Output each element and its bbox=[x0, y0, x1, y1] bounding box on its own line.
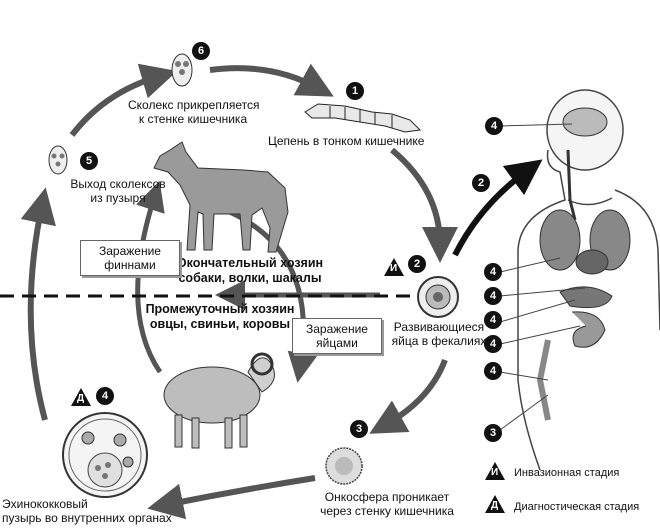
step-3-number: 3 bbox=[350, 420, 368, 438]
human-bone-number: 4 bbox=[484, 362, 502, 380]
outer-cycle-arrows bbox=[20, 63, 458, 520]
dog-illustration bbox=[153, 141, 289, 253]
arrow-to-human bbox=[452, 159, 543, 257]
human-arrow-number: 2 bbox=[472, 174, 490, 192]
human-kidney-number: 4 bbox=[484, 335, 502, 353]
human-liver-number: 4 bbox=[484, 287, 502, 305]
sheep-illustration bbox=[163, 352, 275, 449]
human-body-illustration bbox=[517, 89, 660, 471]
human-intestine-number: 3 bbox=[484, 424, 502, 442]
step-4-number: 4 bbox=[96, 387, 114, 405]
invasive-stage-badge: И bbox=[383, 257, 405, 277]
legend-diagnostic-label: Диагностическая стадия bbox=[514, 501, 640, 513]
human-organs bbox=[536, 107, 631, 421]
organ-pointer-lines bbox=[499, 123, 586, 431]
legend-invasive-label: Инвазионная стадия bbox=[514, 467, 620, 479]
oncosphere-illustration bbox=[325, 447, 363, 485]
step-1-label: Цепень в тонком кишечнике bbox=[268, 134, 425, 148]
step-1-number: 1 bbox=[346, 82, 364, 100]
human-lung-number: 4 bbox=[484, 263, 502, 281]
legend-diagnostic-symbol: Д bbox=[484, 494, 506, 514]
legend-invasive-symbol: И bbox=[484, 461, 506, 481]
egg-illustration bbox=[417, 276, 459, 318]
step-2-number: 2 bbox=[408, 255, 426, 273]
tapeworm-illustration bbox=[304, 103, 422, 133]
human-brain-number: 4 bbox=[485, 117, 503, 135]
human-spleen-number: 4 bbox=[484, 311, 502, 329]
step-6-number: 6 bbox=[192, 42, 210, 60]
hydatid-cyst-illustration bbox=[62, 412, 148, 498]
diagnostic-stage-badge: Д bbox=[70, 387, 92, 407]
scolex-released-illustration bbox=[48, 145, 68, 175]
step-5-number: 5 bbox=[80, 152, 98, 170]
scolex-attached-illustration bbox=[171, 53, 193, 87]
